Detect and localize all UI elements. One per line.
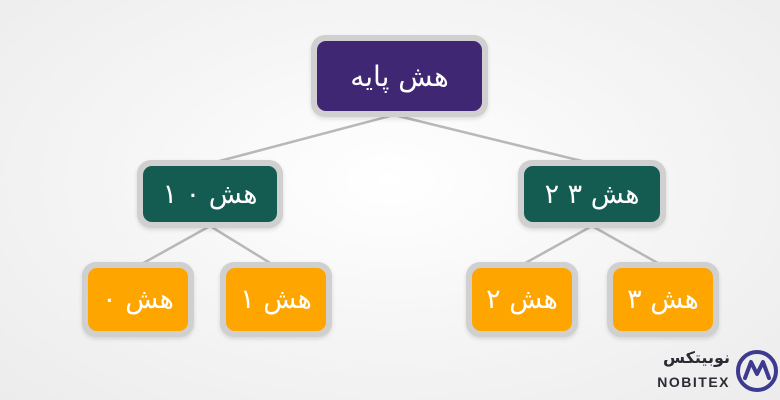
brand-name-fa: نوبیتکس xyxy=(662,348,730,367)
root-hash-label: هش پایه xyxy=(317,41,482,111)
root-hash-node: هش پایه xyxy=(311,35,488,117)
leaf-hash-0-label: هش ۰ xyxy=(88,268,188,331)
leaf-hash-3-node: هش ۳ xyxy=(607,262,719,337)
edge-right-leaf2 xyxy=(518,224,594,268)
left-branch-hash-node: هش ۰ ۱ xyxy=(137,160,283,228)
leaf-hash-1-label: هش ۱ xyxy=(226,268,326,331)
brand-name-en: NOBITEX xyxy=(657,374,730,390)
leaf-hash-2-label: هش ۲ xyxy=(472,268,572,331)
edge-left-leaf1 xyxy=(208,224,277,268)
edge-right-leaf3 xyxy=(590,224,665,268)
nobitex-logo: نوبیتکس NOBITEX xyxy=(644,342,780,400)
left-branch-hash-label: هش ۰ ۱ xyxy=(143,166,277,222)
right-branch-hash-node: هش ۳ ۲ xyxy=(518,160,666,228)
leaf-hash-2-node: هش ۲ xyxy=(466,262,578,337)
leaf-hash-1-node: هش ۱ xyxy=(220,262,332,337)
edge-left-leaf0 xyxy=(136,224,212,268)
edge-root-right xyxy=(396,114,592,165)
edge-root-left xyxy=(210,114,392,165)
nobitex-logo-icon xyxy=(736,350,778,392)
leaf-hash-3-label: هش ۳ xyxy=(613,268,713,331)
right-branch-hash-label: هش ۳ ۲ xyxy=(524,166,660,222)
leaf-hash-0-node: هش ۰ xyxy=(82,262,194,337)
